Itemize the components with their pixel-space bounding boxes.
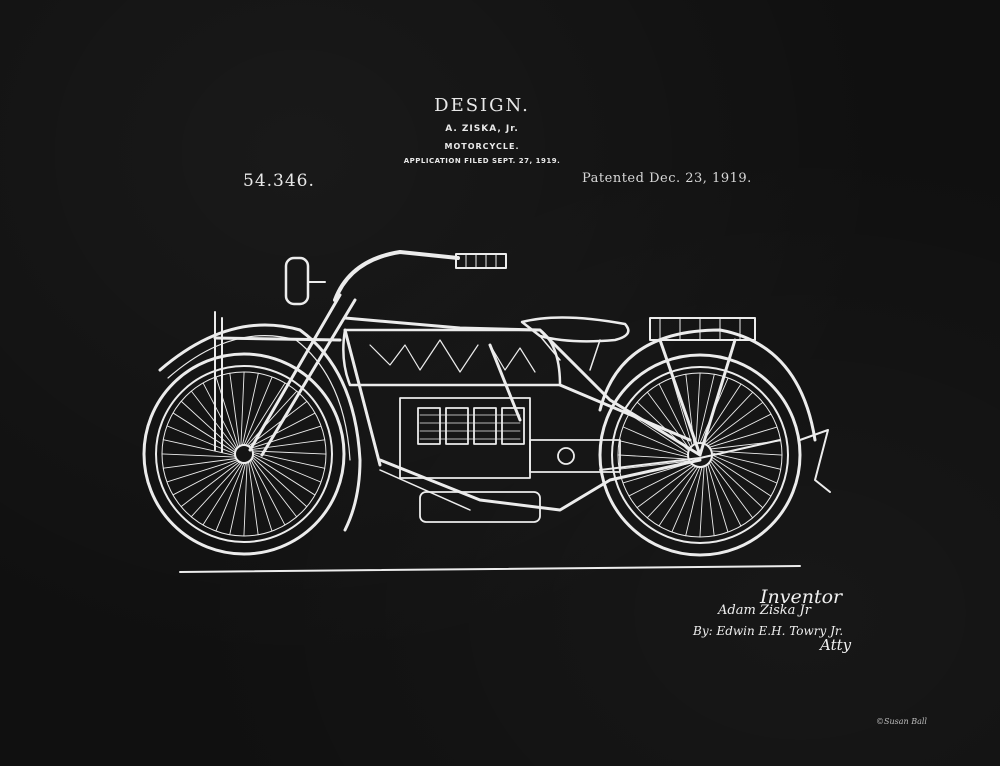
wheel-spoke bbox=[166, 425, 236, 455]
fuel-tank bbox=[342, 328, 562, 387]
ground-line bbox=[179, 565, 801, 573]
wheel-spoke bbox=[245, 382, 286, 446]
wheel-spoke bbox=[705, 464, 715, 537]
frame-top-tube bbox=[343, 316, 702, 457]
design-title: DESIGN. bbox=[434, 95, 530, 116]
wheel-spoke bbox=[705, 401, 764, 446]
wheel-spoke bbox=[646, 465, 697, 519]
wheel-spoke bbox=[251, 458, 298, 518]
wheel-spoke bbox=[701, 383, 742, 444]
wheel-spoke bbox=[710, 458, 764, 509]
wheel-spoke bbox=[618, 460, 691, 470]
seat bbox=[520, 316, 630, 343]
headlamp bbox=[284, 256, 310, 306]
wheel-spoke bbox=[708, 426, 778, 448]
wheel-spoke bbox=[622, 426, 689, 456]
wheel-spoke bbox=[617, 454, 690, 460]
wheel-spoke bbox=[646, 391, 691, 450]
handlebar-grip bbox=[455, 253, 507, 269]
signature-inventor-name: Adam Ziska Jr bbox=[718, 603, 811, 618]
wheel-spoke bbox=[707, 463, 729, 533]
wheel-spoke bbox=[172, 412, 236, 453]
inventor-line: A. ZISKA, Jr. bbox=[445, 124, 519, 134]
wheel-spoke bbox=[709, 460, 754, 519]
wheel-spoke bbox=[202, 382, 238, 449]
wheel-spoke bbox=[251, 439, 326, 450]
wheel-spoke bbox=[166, 459, 238, 483]
wheel-spoke bbox=[202, 462, 243, 526]
wheel-spoke bbox=[215, 376, 239, 448]
wheel-spoke bbox=[172, 460, 239, 496]
wheel-spoke bbox=[671, 377, 693, 447]
wheel-spoke bbox=[161, 453, 236, 458]
wheel-spoke bbox=[252, 451, 326, 469]
wheel-spoke bbox=[252, 455, 316, 496]
front-fork bbox=[248, 293, 357, 457]
filed-line: APPLICATION FILED SEPT. 27, 1919. bbox=[403, 157, 561, 165]
wheel-spoke bbox=[708, 462, 742, 527]
wheel-spoke bbox=[162, 458, 237, 469]
wheel-spoke bbox=[249, 460, 273, 532]
wheel-spoke bbox=[711, 456, 772, 497]
wheel-spoke bbox=[628, 413, 689, 454]
wheel-spoke bbox=[685, 466, 703, 537]
wheel-spoke bbox=[190, 462, 242, 518]
signature-by-line: By: Edwin E.H. Towry Jr. bbox=[693, 624, 844, 638]
wheel-spoke bbox=[190, 390, 237, 450]
subject-line: MOTORCYCLE. bbox=[444, 142, 520, 151]
wheel-spoke bbox=[703, 391, 754, 445]
handlebar bbox=[333, 250, 460, 302]
wheel-spoke bbox=[180, 400, 236, 452]
wheel-spoke bbox=[671, 466, 701, 533]
rear-wheel bbox=[598, 353, 802, 557]
wheel-spoke bbox=[707, 413, 772, 447]
wheel-spoke bbox=[162, 439, 236, 457]
wheel-spoke bbox=[252, 453, 322, 483]
wheel-spoke bbox=[697, 373, 715, 444]
wheel-spoke bbox=[215, 462, 245, 532]
wheel-spoke bbox=[711, 454, 778, 484]
wheel-spoke bbox=[636, 464, 695, 509]
signature-atty: Atty bbox=[820, 636, 852, 654]
wheel-spoke bbox=[240, 371, 245, 446]
wheel-spoke bbox=[252, 456, 308, 508]
wheel-spoke bbox=[628, 463, 693, 497]
wheel-spoke bbox=[695, 372, 701, 445]
wheel-spoke bbox=[710, 450, 783, 456]
wheel-spoke bbox=[180, 461, 240, 508]
wheel-spoke bbox=[248, 461, 259, 536]
signature-inventor-label: Inventor bbox=[760, 586, 843, 608]
luggage-rack bbox=[649, 317, 756, 341]
patent-number: 54.346. bbox=[243, 171, 315, 191]
wheel-spoke bbox=[246, 390, 298, 446]
wheel-spoke bbox=[250, 459, 286, 526]
wheel-spoke bbox=[699, 465, 705, 538]
wheel-spoke bbox=[241, 372, 259, 446]
wheel-spoke bbox=[250, 425, 322, 449]
front-wheel bbox=[142, 352, 346, 556]
patent-date: Patented Dec. 23, 1919. bbox=[582, 171, 752, 186]
wheel-spoke bbox=[658, 466, 699, 527]
wheel-spoke bbox=[711, 452, 782, 470]
lower-frame bbox=[378, 458, 702, 512]
wheel-spoke bbox=[249, 412, 316, 448]
artist-signature: ©Susan Ball bbox=[876, 717, 927, 726]
wheel-spoke bbox=[618, 440, 689, 458]
wheel-spoke bbox=[243, 376, 273, 446]
wheel-spoke bbox=[229, 462, 247, 536]
wheel-spoke bbox=[229, 372, 240, 447]
wheel-spoke bbox=[243, 462, 248, 537]
